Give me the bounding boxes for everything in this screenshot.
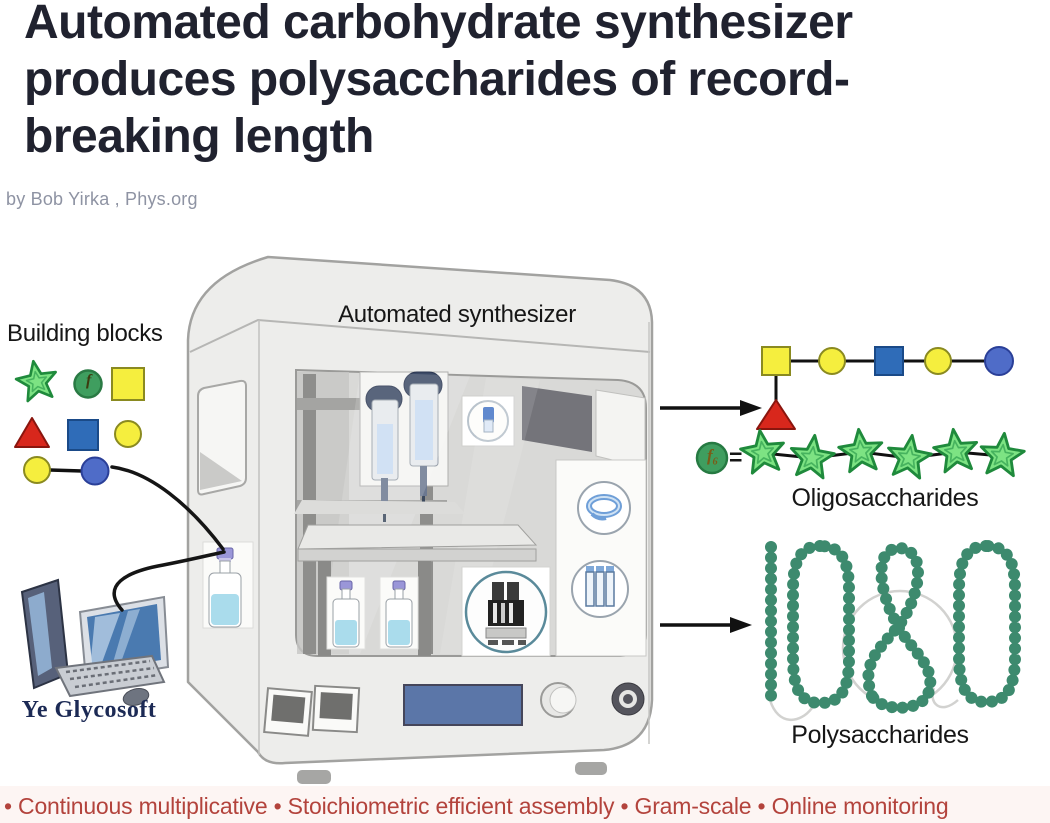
oligosaccharide-chain	[756, 346, 1014, 430]
chain-blue-square-icon	[874, 346, 904, 376]
control-knob-right	[611, 682, 645, 716]
machine-interior	[294, 368, 647, 657]
digit-0a	[787, 539, 855, 710]
chain-blue-circle-icon	[984, 346, 1014, 376]
syringe-pump-left	[365, 385, 403, 522]
output-arrows	[660, 400, 762, 633]
byline: by Bob Yirka , Phys.org	[6, 189, 198, 209]
reagent-bottle-right	[379, 576, 419, 650]
control-knob-left	[540, 682, 577, 718]
blue-square-icon	[67, 419, 99, 451]
chain-yellow-circle-icon	[818, 347, 846, 375]
machine-feet	[297, 762, 607, 784]
dimer-yellow-circle-icon	[23, 456, 51, 484]
legend-f6-symbol: f₆	[707, 446, 718, 465]
figure-caption: • Continuous multiplicative • Stoichiome…	[0, 786, 1050, 823]
equals-sign: =	[729, 444, 743, 470]
title-line-1: Automated carbohydrate synthesizer	[24, 0, 853, 49]
reaction-tubes-badge-icon	[571, 560, 629, 618]
green-star-icon	[12, 356, 62, 404]
legend-green-circle-icon	[695, 441, 729, 475]
tubing-coil-badge-icon	[577, 481, 631, 535]
chain-yellow-circle-2-icon	[924, 347, 952, 375]
computer-to-machine-cable	[112, 550, 226, 612]
dimer-blue-circle-icon	[80, 456, 110, 486]
blocks-to-machine-cable	[110, 465, 225, 551]
star-hexamer-chain	[695, 425, 1028, 481]
polysaccharide-bead-digits	[765, 539, 1021, 722]
inner-right-panel	[555, 459, 647, 657]
oligosaccharides-label: Oligosaccharides	[791, 484, 979, 512]
building-blocks-label: Building blocks	[7, 320, 163, 347]
chain-yellow-square-icon	[761, 346, 791, 376]
flow-reactor-photo-badge-icon	[461, 566, 551, 657]
chain-red-triangle-icon	[756, 399, 796, 430]
red-triangle-icon	[14, 417, 50, 448]
side-reagent-bottle	[202, 541, 254, 629]
building-blocks-group	[12, 356, 145, 486]
yellow-circle-icon	[114, 420, 142, 448]
syringe-pump-right	[403, 371, 443, 508]
title-line-2: produces polysaccharides of record-	[24, 53, 850, 106]
control-panel	[263, 682, 645, 737]
computer-workstation	[20, 578, 170, 706]
reagent-bottle-left	[326, 576, 366, 650]
computer-brand-label: Ye Glycosoft	[21, 697, 157, 723]
panel-button-1	[263, 687, 313, 737]
synthesizer-machine	[186, 255, 654, 784]
vial-badge-icon	[461, 395, 515, 447]
side-window	[197, 379, 247, 496]
green-circle-f-icon	[73, 369, 103, 399]
digit-0b	[953, 539, 1021, 709]
digit-8	[862, 542, 937, 714]
synthesizer-label: Automated synthesizer	[338, 301, 576, 328]
control-screen	[403, 684, 523, 726]
page-title: Automated carbohydrate synthesizer produ…	[24, 0, 853, 165]
panel-button-2	[311, 684, 361, 734]
building-block-f-symbol: f	[85, 372, 92, 389]
connection-cables	[110, 465, 226, 612]
yellow-square-icon	[111, 367, 145, 401]
title-line-3: breaking length	[24, 110, 374, 163]
computer-mouse	[122, 688, 150, 706]
polysaccharides-label: Polysaccharides	[791, 721, 969, 749]
